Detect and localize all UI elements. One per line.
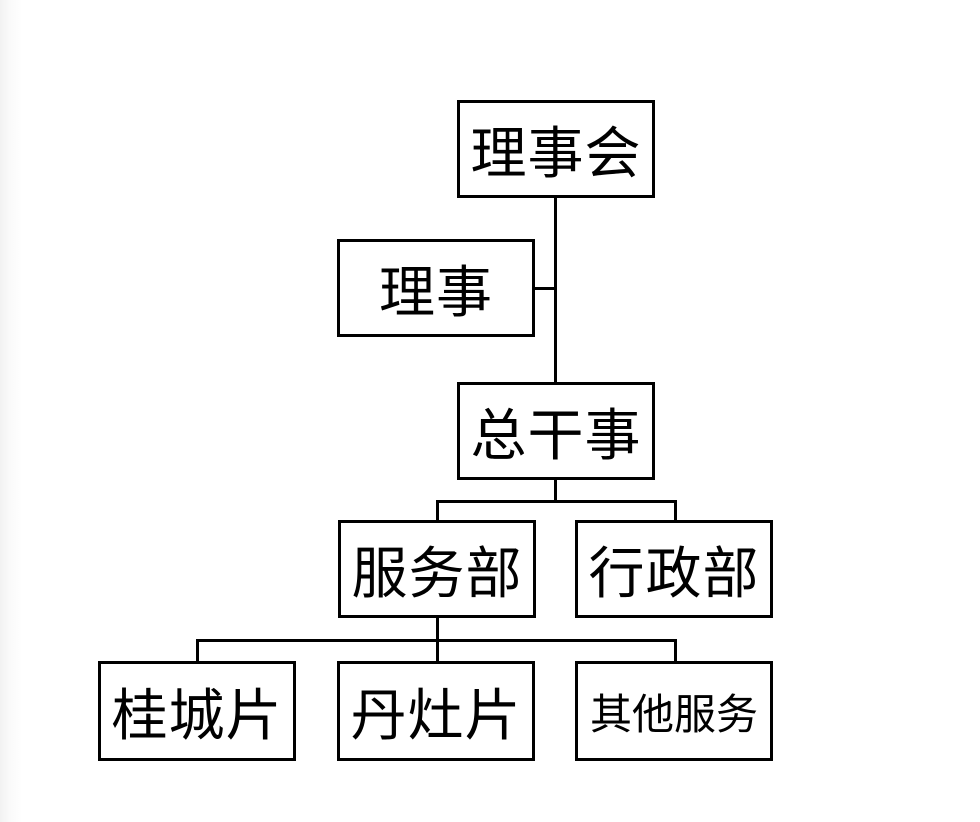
page-edge-shade [0, 0, 22, 822]
connector-service-down [436, 616, 439, 642]
org-node-board: 理事会 [457, 100, 655, 198]
connector-director-stub [533, 287, 557, 290]
connector-drop-other [674, 639, 677, 663]
connector-drop-guicheng [196, 639, 199, 663]
org-node-other-services: 其他服务 [575, 661, 773, 761]
connector-drop-admin [674, 500, 677, 522]
org-node-danzao-area: 丹灶片 [337, 661, 535, 761]
connector-board-to-secretary [554, 196, 557, 384]
connector-secretary-down [554, 478, 557, 503]
org-node-director: 理事 [337, 239, 535, 337]
org-node-secretary-general: 总干事 [457, 382, 655, 480]
org-node-admin-dept: 行政部 [575, 520, 773, 618]
connector-drop-service [436, 500, 439, 522]
org-node-guicheng-area: 桂城片 [98, 661, 296, 761]
org-node-service-dept: 服务部 [338, 520, 536, 618]
connector-drop-danzao [436, 639, 439, 663]
connector-branch-level-1 [436, 500, 677, 503]
